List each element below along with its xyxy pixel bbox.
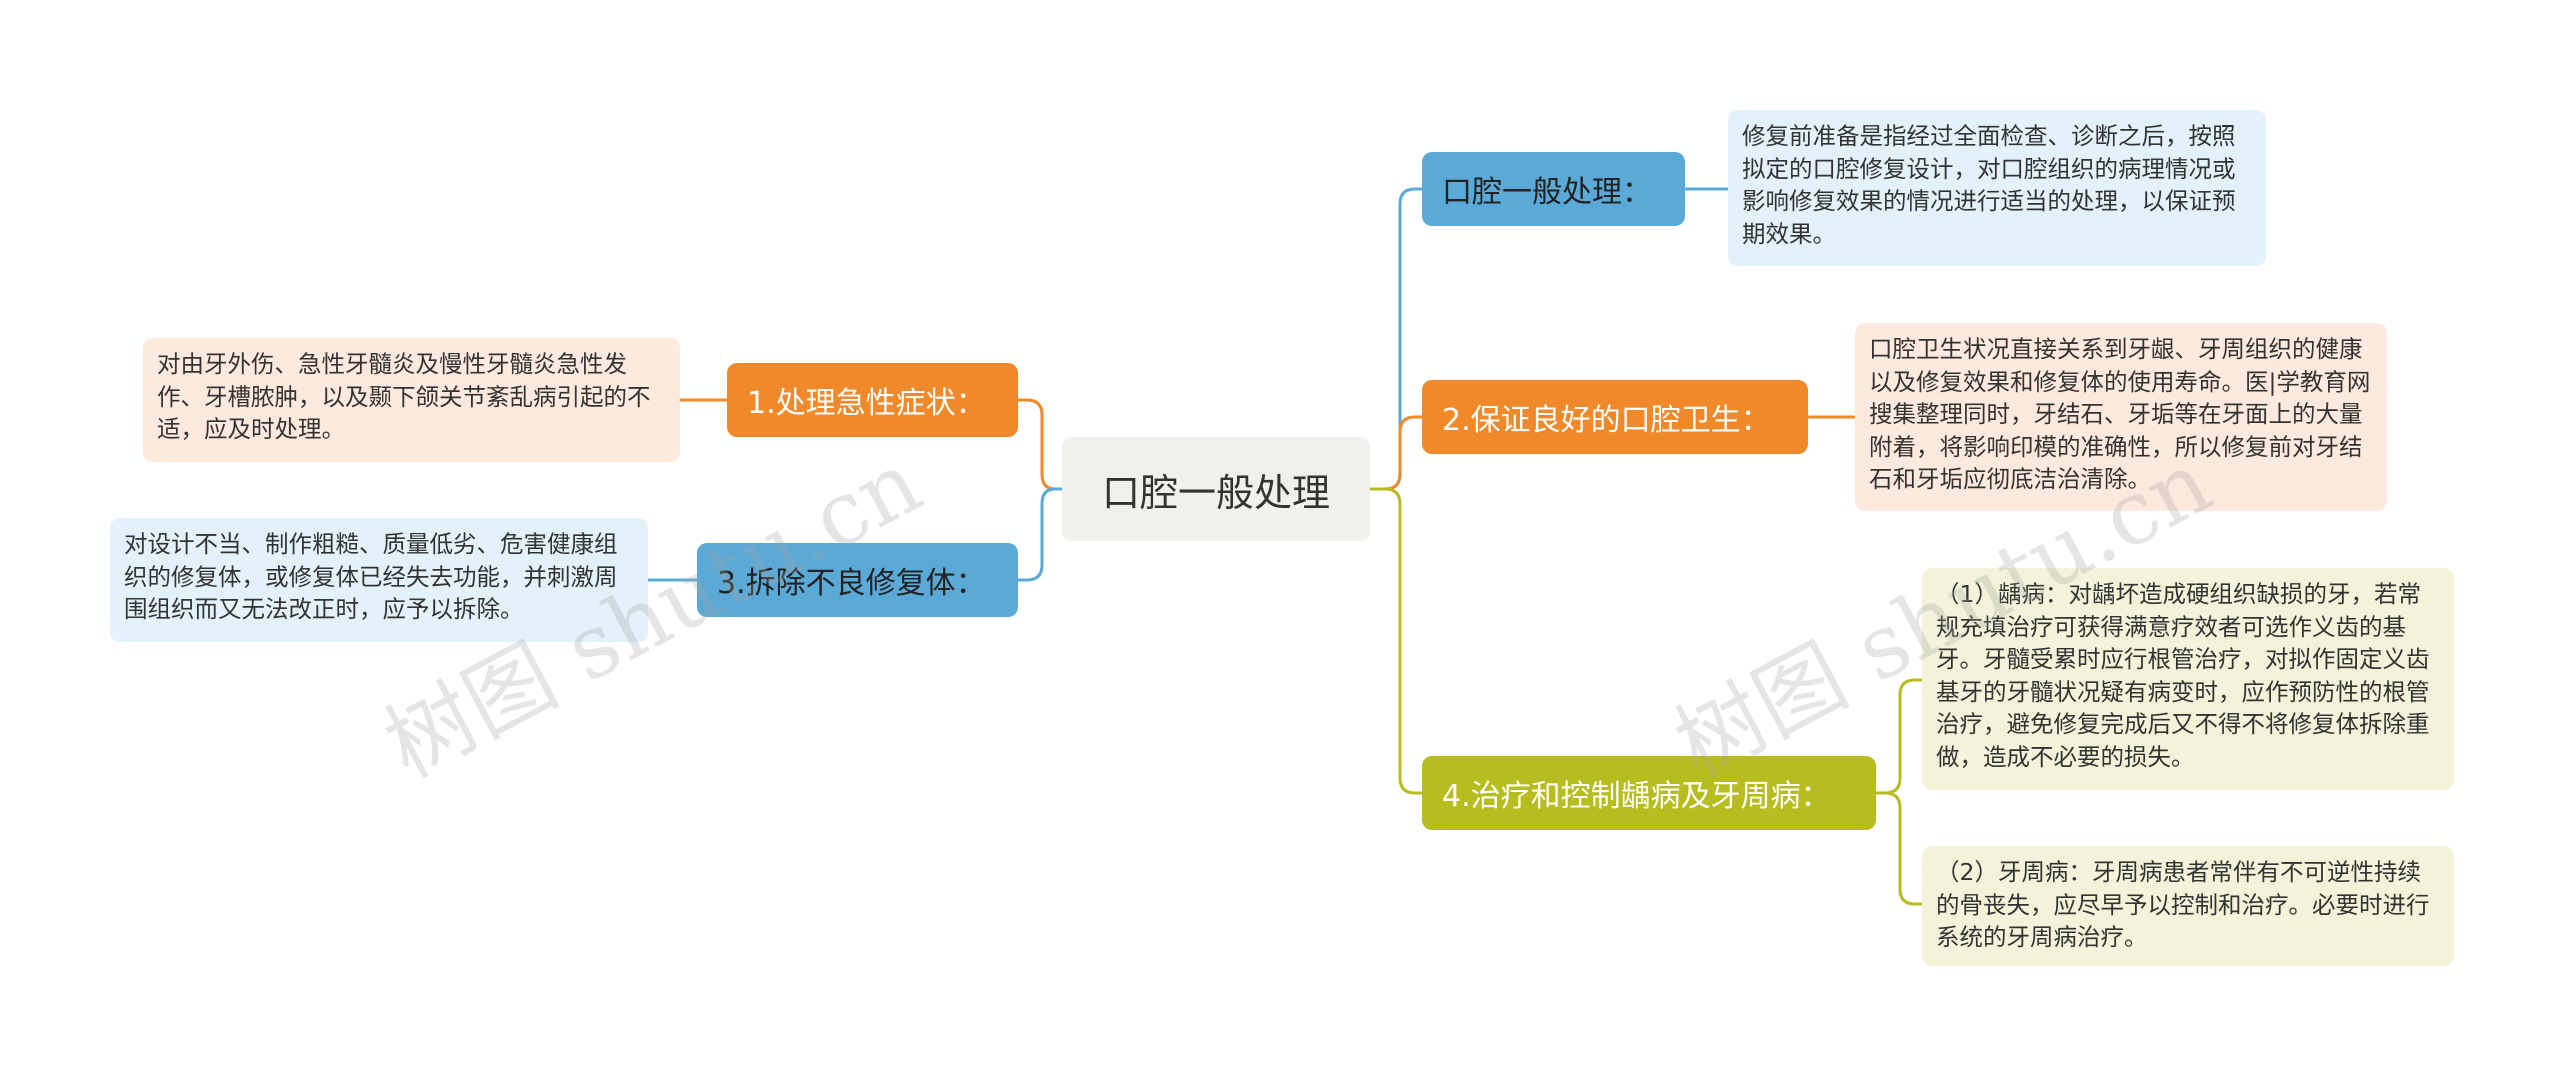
link-root-b2	[1370, 415, 1422, 491]
link-root-b5	[1018, 487, 1062, 582]
leaf-text: 修复前准备是指经过全面检查、诊断之后，按照拟定的口腔修复设计，对口腔组织的病理情…	[1742, 122, 2236, 248]
leaf-oral-hygiene[interactable]: 口腔卫生状况直接关系到牙龈、牙周组织的健康以及修复效果和修复体的使用寿命。医|学…	[1855, 323, 2387, 511]
branch-remove-bad-restoration[interactable]: 3.拆除不良修复体：	[697, 543, 1018, 617]
branch-caries-periodontal[interactable]: 4.治疗和控制龋病及牙周病：	[1422, 756, 1876, 830]
branch-label: 3.拆除不良修复体：	[717, 566, 986, 601]
branch-label: 2.保证良好的口腔卫生：	[1442, 403, 1771, 438]
root-node[interactable]: 口腔一般处理	[1062, 437, 1370, 541]
link-b3-leaf1	[1876, 678, 1922, 795]
leaf-text: （2）牙周病：牙周病患者常伴有不可逆性持续的骨丧失，应尽早予以控制和治疗。必要时…	[1936, 858, 2430, 951]
link-root-b3	[1370, 487, 1422, 795]
leaf-preparation-definition[interactable]: 修复前准备是指经过全面检查、诊断之后，按照拟定的口腔修复设计，对口腔组织的病理情…	[1728, 110, 2266, 266]
leaf-text: （1）龋病：对龋坏造成硬组织缺损的牙，若常规充填治疗可获得满意疗效者可选作义齿的…	[1936, 580, 2430, 771]
branch-label: 1.处理急性症状：	[747, 386, 986, 421]
branch-label: 4.治疗和控制龋病及牙周病：	[1442, 779, 1831, 814]
link-root-b4	[1018, 398, 1062, 491]
branch-oral-general-treatment[interactable]: 口腔一般处理：	[1422, 152, 1685, 226]
leaf-text: 对设计不当、制作粗糙、质量低劣、危害健康组织的修复体，或修复体已经失去功能，并刺…	[124, 530, 618, 623]
leaf-text: 口腔卫生状况直接关系到牙龈、牙周组织的健康以及修复效果和修复体的使用寿命。医|学…	[1869, 335, 2371, 493]
leaf-remove-bad-restoration[interactable]: 对设计不当、制作粗糙、质量低劣、危害健康组织的修复体，或修复体已经失去功能，并刺…	[110, 518, 648, 642]
branch-label: 口腔一般处理：	[1442, 175, 1652, 210]
leaf-text: 对由牙外伤、急性牙髓炎及慢性牙髓炎急性发作、牙槽脓肿，以及颞下颌关节紊乱病引起的…	[157, 350, 651, 443]
link-root-b1	[1370, 187, 1422, 491]
leaf-caries[interactable]: （1）龋病：对龋坏造成硬组织缺损的牙，若常规充填治疗可获得满意疗效者可选作义齿的…	[1922, 568, 2454, 790]
link-b3-leaf2	[1876, 791, 1922, 906]
branch-acute-symptoms[interactable]: 1.处理急性症状：	[727, 363, 1018, 437]
leaf-acute-symptoms[interactable]: 对由牙外伤、急性牙髓炎及慢性牙髓炎急性发作、牙槽脓肿，以及颞下颌关节紊乱病引起的…	[143, 338, 680, 462]
root-label: 口腔一般处理	[1101, 470, 1330, 515]
branch-oral-hygiene[interactable]: 2.保证良好的口腔卫生：	[1422, 380, 1808, 454]
leaf-periodontal[interactable]: （2）牙周病：牙周病患者常伴有不可逆性持续的骨丧失，应尽早予以控制和治疗。必要时…	[1922, 846, 2454, 966]
